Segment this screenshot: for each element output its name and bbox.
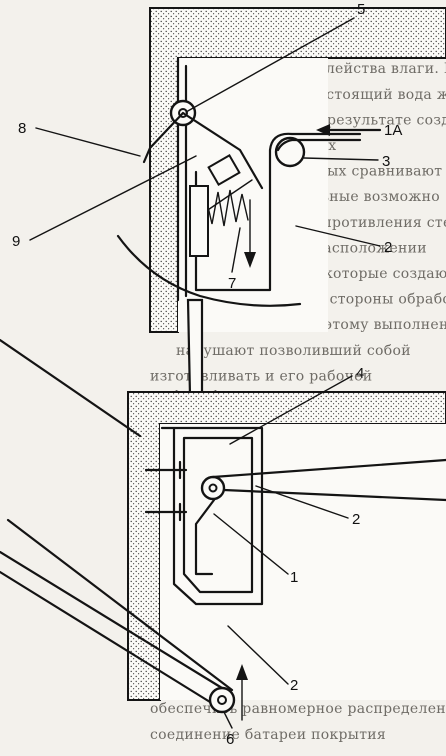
background-text-line: изготавливать и его рабочей <box>150 368 372 384</box>
callout-2-mid: 2 <box>352 511 360 528</box>
callout-2-top: 2 <box>384 239 392 256</box>
callout-1: 1 <box>290 569 298 586</box>
callout-labels: 5 1А 8 3 9 2 7 4 2 1 2 6 <box>12 1 402 748</box>
lower-lever <box>194 498 216 576</box>
lever-arm <box>142 111 264 190</box>
clamp-block-8 <box>189 153 241 257</box>
diagonal-rod-outer <box>0 550 224 704</box>
down-arrow <box>244 199 256 268</box>
diagonal-rod-inner <box>6 518 234 692</box>
lower-frame-outer <box>160 426 264 606</box>
upper-arc <box>116 234 302 307</box>
callout-2-low: 2 <box>290 677 298 694</box>
callout-1a: 1А <box>384 122 402 139</box>
background-text-line: соединение батареи покрытия <box>150 727 386 743</box>
background-text-line: обеспечить равномерное распределение <box>150 701 446 717</box>
guide-line-left <box>0 338 142 438</box>
belt-lower <box>211 458 446 502</box>
pulley-9 <box>208 686 236 714</box>
callout-6: 7 <box>228 275 236 292</box>
pins <box>144 460 188 522</box>
callout-4: 4 <box>356 365 364 382</box>
roller-3 <box>274 136 306 168</box>
background-text-line: нарушают позволивший собой <box>176 343 411 359</box>
pulley-lower <box>200 475 226 501</box>
callout-9: 6 <box>226 731 234 748</box>
callout-8: 9 <box>12 233 20 250</box>
arrow-1a <box>316 124 382 136</box>
callout-5: 5 <box>357 1 365 18</box>
lower-wall-interior <box>160 424 446 700</box>
callout-7: 8 <box>18 120 26 137</box>
leader-lines <box>29 17 381 729</box>
callout-3: 3 <box>382 153 390 170</box>
up-arrow <box>236 664 248 721</box>
